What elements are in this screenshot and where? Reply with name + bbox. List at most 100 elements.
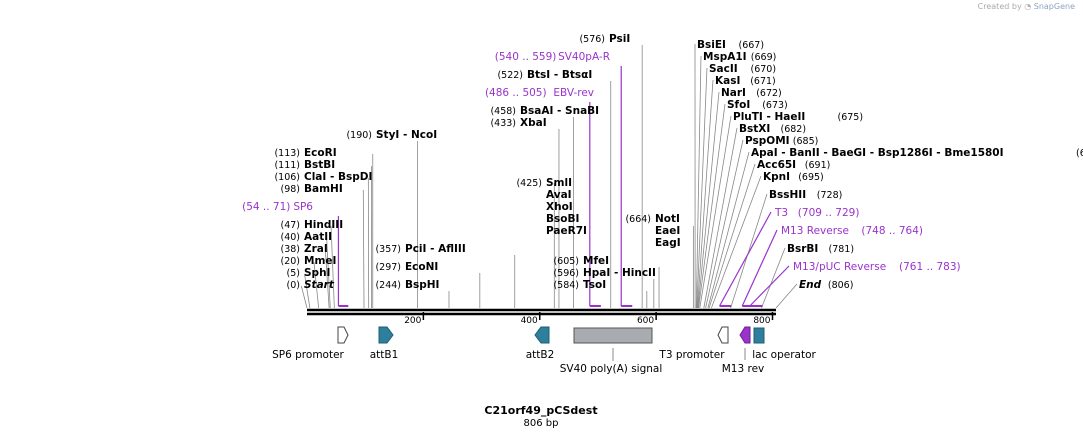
restriction-site[interactable]: BstXI(682) bbox=[739, 123, 806, 135]
restriction-site[interactable]: (98)BamHI bbox=[280, 183, 342, 195]
feature-label: T3 promoter bbox=[658, 349, 725, 361]
primer-t3[interactable]: T3(709 .. 729) bbox=[774, 207, 859, 219]
restriction-site[interactable]: (458)BsaAI - SnaBI bbox=[490, 105, 599, 117]
site-leader-line bbox=[695, 55, 702, 309]
primer-label: EBV-rev bbox=[553, 87, 594, 99]
site-label: ClaI - BspDI bbox=[304, 171, 372, 183]
site-position: (47) bbox=[280, 220, 300, 231]
primer-m13-puc-reverse[interactable]: M13/pUC Reverse(761 .. 783) bbox=[793, 261, 961, 273]
primer-m13-reverse[interactable]: M13 Reverse(748 .. 764) bbox=[781, 225, 923, 237]
restriction-site[interactable]: NarI (672) bbox=[721, 87, 782, 99]
site-label: ApaI - BanII - BaeGI - Bsp1286I - Bme158… bbox=[751, 147, 1004, 159]
primer-leader-line bbox=[719, 211, 772, 307]
restriction-site[interactable]: (584)TsoI bbox=[553, 279, 606, 291]
restriction-site[interactable]: (425)SmlI bbox=[516, 177, 572, 189]
site-position: (433) bbox=[490, 118, 516, 129]
site-label: BtsI - BtsαI bbox=[527, 69, 592, 81]
feature-m13-rev[interactable]: M13 rev bbox=[722, 326, 765, 375]
feature-t3-promoter[interactable]: T3 promoter bbox=[658, 326, 729, 361]
site-position: (297) bbox=[375, 262, 401, 273]
restriction-site[interactable]: (576)PsiI bbox=[579, 33, 630, 45]
site-position: (728) bbox=[817, 190, 843, 201]
restriction-site[interactable]: (47)HindIII bbox=[280, 219, 343, 231]
site-label: SmlI bbox=[546, 177, 572, 189]
primer-sp6[interactable]: (54 .. 71)SP6 bbox=[242, 201, 313, 213]
site-leader-line bbox=[707, 151, 750, 309]
site-leader-line bbox=[696, 67, 708, 309]
restriction-site[interactable]: SfoI(673) bbox=[727, 99, 788, 111]
primer-labels: (54 .. 71)SP6 (486 .. 505) EBV-rev (540 .. … bbox=[242, 51, 961, 273]
restriction-site[interactable]: (113)EcoRI bbox=[274, 147, 336, 159]
ruler-tick-label: 200 bbox=[404, 316, 421, 326]
restriction-site[interactable]: (244)BspHI bbox=[375, 279, 439, 291]
site-leader-line bbox=[708, 163, 756, 309]
restriction-site[interactable]: (0)Start bbox=[287, 279, 335, 291]
restriction-site[interactable]: EagI bbox=[655, 237, 681, 249]
feature-sv40-polya[interactable]: SV40 poly(A) signal bbox=[560, 327, 663, 375]
primer-range: (540 .. 559) bbox=[495, 51, 557, 63]
site-label: BstXI bbox=[739, 123, 770, 135]
restriction-site[interactable]: PspOMI(685) bbox=[745, 135, 818, 147]
site-leader-line bbox=[697, 91, 720, 309]
restriction-site[interactable]: (664)NotI bbox=[625, 213, 679, 225]
restriction-site[interactable]: AvaI bbox=[546, 189, 572, 201]
restriction-site[interactable]: (38)ZraI bbox=[280, 243, 327, 255]
primer-sv40pa-r[interactable]: (540 .. 559)SV40pA-R bbox=[495, 51, 610, 63]
restriction-site[interactable]: PluTI - HaeII(675) bbox=[733, 111, 863, 123]
primer-range: (486 .. 505) bbox=[485, 87, 547, 99]
restriction-site[interactable]: KpnI(695) bbox=[763, 171, 824, 183]
restriction-site[interactable]: (190)StyI - NcoI bbox=[346, 129, 437, 141]
restriction-site[interactable]: (5)SphI bbox=[287, 267, 331, 279]
restriction-site[interactable]: (40)AatII bbox=[280, 231, 332, 243]
restriction-site[interactable]: MspA1I(669) bbox=[703, 51, 776, 63]
restriction-site[interactable]: BsrBI(781) bbox=[787, 243, 854, 255]
site-position: (672) bbox=[756, 88, 782, 99]
feature-attb1[interactable]: attB1 bbox=[370, 326, 399, 361]
site-position: (5) bbox=[287, 268, 300, 279]
restriction-site[interactable]: ApaI - BanII - BaeGI - Bsp1286I - Bme158… bbox=[751, 147, 1083, 159]
restriction-site[interactable]: BssHII(728) bbox=[769, 189, 842, 201]
site-label: HpaI - HincII bbox=[583, 267, 656, 279]
restriction-site[interactable]: (596)HpaI - HincII bbox=[553, 267, 655, 279]
restriction-site[interactable]: XhoI bbox=[546, 201, 573, 213]
restriction-site[interactable]: (522)BtsI - BtsαI bbox=[497, 69, 592, 81]
site-position: (111) bbox=[274, 160, 300, 171]
primer-ebv-rev[interactable]: (486 .. 505) EBV-rev bbox=[485, 87, 594, 99]
feature-sp6-promoter[interactable]: SP6 promoter bbox=[272, 326, 349, 361]
restriction-site[interactable]: (433)XbaI bbox=[490, 117, 546, 129]
site-label: BsaAI - SnaBI bbox=[520, 105, 599, 117]
site-position: (689) bbox=[1076, 148, 1083, 159]
sequence-name: C21orf49_pCSdest bbox=[484, 404, 597, 417]
restriction-site[interactable]: KasI(671) bbox=[715, 75, 776, 87]
site-leader-line bbox=[705, 139, 744, 309]
restriction-site[interactable]: (605)MfeI bbox=[553, 255, 609, 267]
restriction-site[interactable]: (111) BstBI bbox=[274, 159, 335, 171]
site-label: BstBI bbox=[304, 159, 335, 171]
ruler-tick-label: 800 bbox=[753, 316, 770, 326]
site-position: (669) bbox=[751, 52, 777, 63]
restriction-site[interactable]: (20)MmeI bbox=[280, 255, 336, 267]
restriction-site[interactable]: (297)EcoNI bbox=[375, 261, 438, 273]
site-label: PciI - AflIII bbox=[405, 243, 466, 255]
feature-label: attB2 bbox=[526, 349, 555, 361]
site-position: (38) bbox=[280, 244, 300, 255]
restriction-site[interactable]: (357)PciI - AflIII bbox=[375, 243, 465, 255]
feature-attb2[interactable]: attB2 bbox=[526, 326, 555, 361]
site-leader-line bbox=[326, 237, 331, 309]
restriction-site[interactable]: BsoBI bbox=[546, 213, 579, 225]
restriction-site[interactable]: SacII(670) bbox=[709, 63, 776, 75]
promoter-arrow-icon bbox=[717, 326, 729, 344]
restriction-site[interactable]: End(806) bbox=[799, 279, 853, 291]
feature-lac-operator[interactable]: lac operator bbox=[752, 327, 816, 361]
site-label: NarI bbox=[721, 87, 746, 99]
restriction-site[interactable]: (106)ClaI - BspDI bbox=[274, 171, 372, 183]
restriction-site[interactable]: Acc65I(691) bbox=[757, 159, 830, 171]
restriction-site[interactable]: PaeR7I bbox=[546, 225, 587, 237]
primer-label: T3 bbox=[774, 207, 788, 219]
site-label: BsiEI bbox=[697, 39, 726, 51]
site-position: (40) bbox=[280, 232, 300, 243]
restriction-site[interactable]: EaeI bbox=[655, 225, 680, 237]
site-label: MmeI bbox=[304, 255, 336, 267]
site-label: KpnI bbox=[763, 171, 790, 183]
restriction-site[interactable]: BsiEI(667) bbox=[697, 39, 764, 51]
